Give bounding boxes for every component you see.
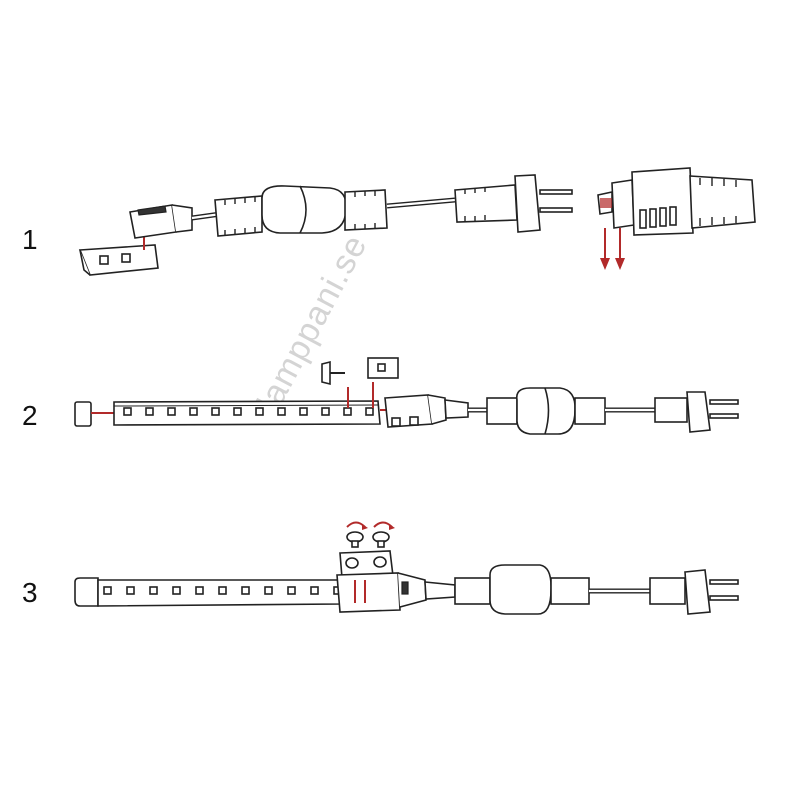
led-chip xyxy=(149,586,158,595)
led-chip xyxy=(211,407,220,416)
mounting-clip xyxy=(367,357,399,379)
led-chip xyxy=(233,407,242,416)
led-row xyxy=(123,407,374,416)
led-chip xyxy=(172,586,181,595)
led-chip xyxy=(103,586,112,595)
led-chip xyxy=(126,586,135,595)
led-chip xyxy=(145,407,154,416)
led-chip xyxy=(343,407,352,416)
rotate-arrow xyxy=(346,521,395,530)
led-chip xyxy=(189,407,198,416)
led-chip xyxy=(241,586,250,595)
plug-closeup xyxy=(597,167,756,236)
end-cap xyxy=(74,577,99,607)
power-plug xyxy=(454,174,573,233)
screw xyxy=(346,531,390,548)
mounting-clip xyxy=(78,244,159,276)
step-number-1: 1 xyxy=(22,224,38,255)
rectifier-box xyxy=(486,387,606,435)
strip-connector xyxy=(129,204,193,239)
step3-assembly xyxy=(74,521,739,615)
strip-connector xyxy=(384,394,469,428)
step-number-3: 3 xyxy=(22,577,38,608)
power-plug xyxy=(649,569,739,615)
step-number-2: 2 xyxy=(22,400,38,431)
end-cap-small xyxy=(321,360,345,386)
led-chip xyxy=(195,586,204,595)
power-plug xyxy=(654,391,739,433)
red-arrow-down xyxy=(600,228,625,270)
led-chip xyxy=(365,407,374,416)
led-chip xyxy=(277,407,286,416)
rectifier-box xyxy=(454,564,590,615)
end-cap xyxy=(74,401,92,427)
led-chip xyxy=(287,586,296,595)
rectifier-box xyxy=(214,185,388,237)
led-chip xyxy=(167,407,176,416)
led-chip xyxy=(218,586,227,595)
led-chip xyxy=(255,407,264,416)
step1-assembly xyxy=(78,167,756,276)
led-strip-channel xyxy=(113,400,381,426)
led-chip xyxy=(123,407,132,416)
step2-assembly xyxy=(74,357,739,435)
strip-connector xyxy=(336,572,456,613)
led-chip xyxy=(264,586,273,595)
led-chip xyxy=(310,586,319,595)
led-chip xyxy=(321,407,330,416)
led-chip xyxy=(299,407,308,416)
